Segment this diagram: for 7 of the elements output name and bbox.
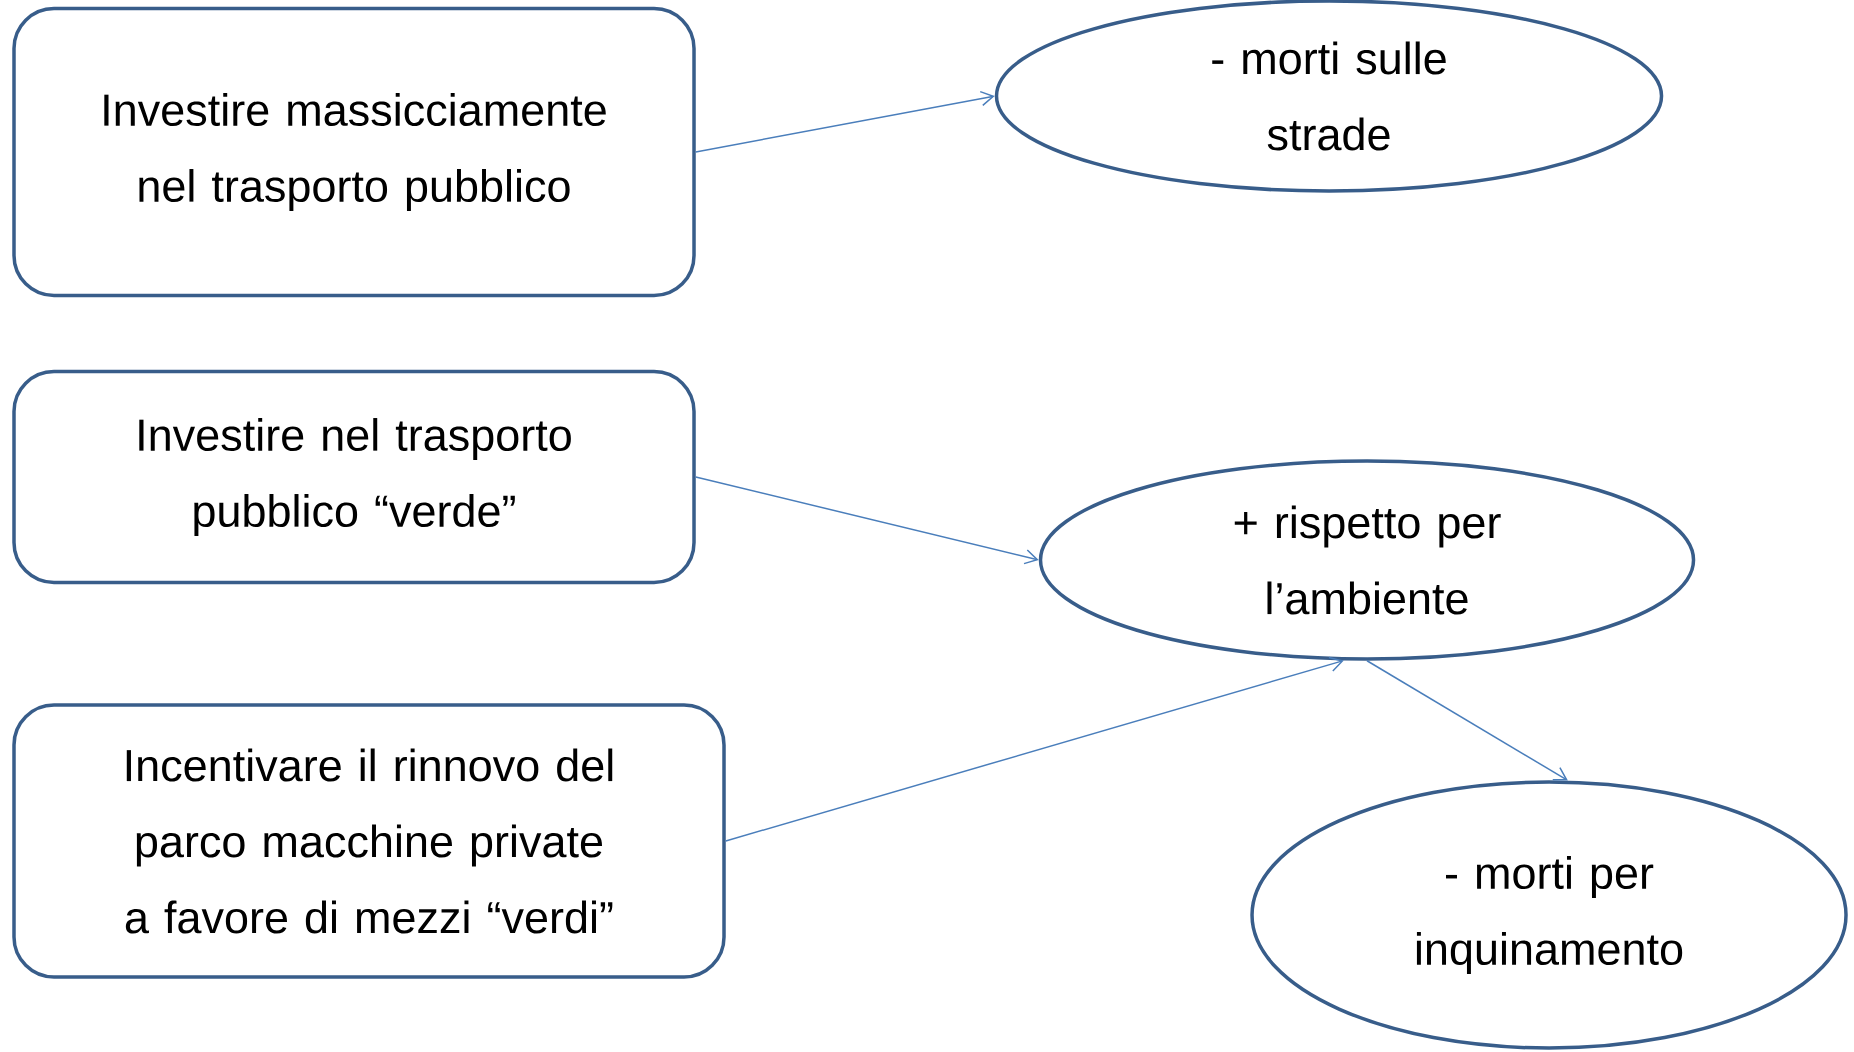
rounded-box: Investire nel trasporto pubblico “verde” [12,369,696,585]
arrow [725,656,1344,842]
arrow [695,476,1039,565]
rounded-box: Incentivare il rinnovo del parco macchine private a favore di mezzi “verdi” [12,703,726,979]
arrow [1366,660,1568,781]
rounded-box: Investire massicciamente nel trasporto pubblico [12,6,696,298]
arrow [695,90,995,153]
